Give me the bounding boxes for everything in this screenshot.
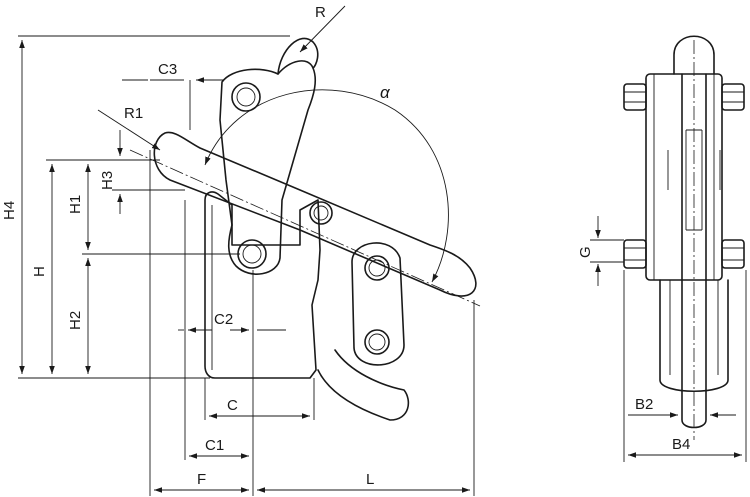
front-outer-plates bbox=[645, 73, 723, 281]
side-view: α R R1 C3 H4 H H1 H2 H3 bbox=[1, 4, 481, 496]
front-view: G B2 B4 bbox=[577, 35, 747, 462]
alpha-arc bbox=[204, 89, 449, 283]
connecting-link bbox=[351, 242, 405, 366]
front-bolt-top-left bbox=[623, 83, 647, 111]
clamping-arm bbox=[153, 131, 477, 297]
clamp-base-body bbox=[204, 191, 321, 379]
alpha-label: α bbox=[380, 83, 391, 102]
H1-label: H1 bbox=[67, 195, 84, 214]
B4-label: B4 bbox=[672, 436, 690, 453]
handle-grip bbox=[277, 37, 319, 75]
C-label: C bbox=[227, 397, 238, 414]
pivot-pin-top bbox=[231, 82, 261, 112]
spindle-curve bbox=[317, 349, 410, 421]
pivot-pin-mid bbox=[309, 201, 333, 225]
front-handle-cap bbox=[673, 35, 715, 75]
F-label: F bbox=[197, 471, 206, 488]
G-label: G bbox=[577, 246, 594, 258]
H3-label: H3 bbox=[99, 171, 116, 190]
C1-label: C1 bbox=[205, 437, 224, 454]
B2-label: B2 bbox=[635, 396, 653, 413]
pivot-pin-link-bottom bbox=[364, 329, 390, 355]
R-label: R bbox=[315, 4, 326, 21]
H4-label: H4 bbox=[1, 201, 18, 220]
front-bolt-low-right bbox=[721, 239, 745, 269]
front-bolt-top-right bbox=[721, 83, 745, 111]
H2-label: H2 bbox=[67, 311, 84, 330]
handle-lever bbox=[219, 60, 316, 275]
R1-label: R1 bbox=[124, 105, 143, 122]
L-label: L bbox=[366, 471, 374, 488]
C3-label: C3 bbox=[158, 61, 177, 78]
front-bolt-low-left bbox=[623, 239, 647, 269]
C2-label: C2 bbox=[214, 311, 233, 328]
H-label: H bbox=[31, 266, 48, 277]
